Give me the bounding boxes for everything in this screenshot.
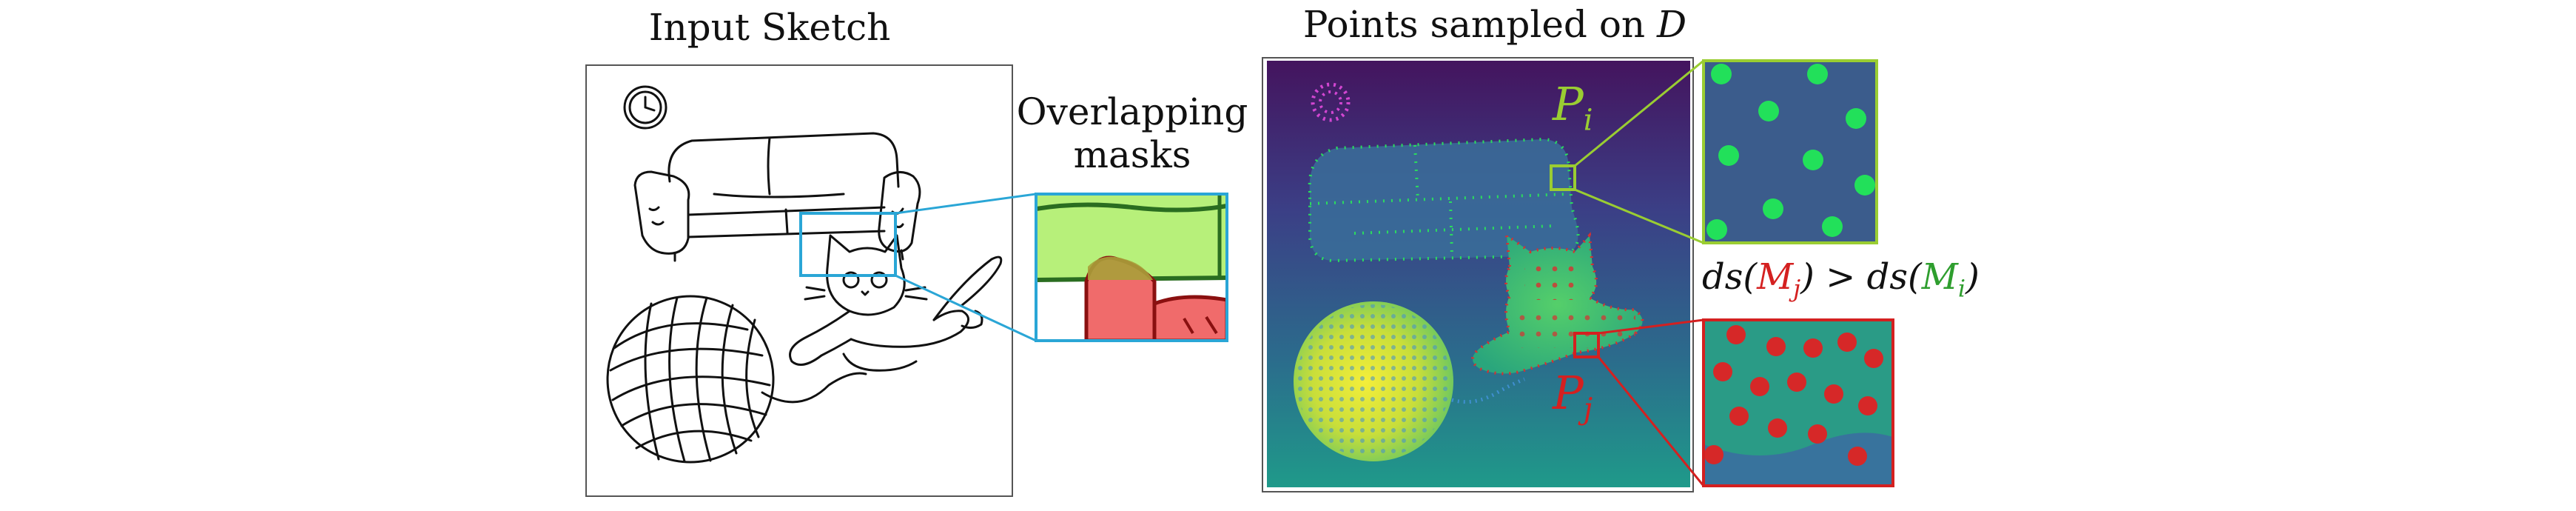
eq-rhs-fn: ds( [1866, 256, 1922, 298]
eq-rhs-close: ) [1965, 256, 1980, 298]
overlapping-label-line1: Overlapping [1016, 90, 1248, 133]
input-sketch-title: Input Sketch [648, 6, 891, 49]
depth-green-box [1550, 164, 1576, 191]
p-j-letter: P [1553, 366, 1584, 420]
eq-lhs-close: ) [1800, 256, 1815, 298]
eq-operator: > [1814, 256, 1867, 298]
red-points-zoom [1702, 318, 1894, 487]
overlapping-masks-label: Overlapping masks [1006, 90, 1258, 176]
eq-lhs-sub: j [1793, 274, 1801, 303]
depth-yarn [1294, 301, 1525, 461]
cat-sketch [789, 234, 1003, 372]
yarn-ball-sketch [606, 295, 867, 464]
points-sampled-title-text: Points sampled on [1302, 3, 1658, 46]
eq-lhs-fn: ds( [1702, 256, 1758, 298]
p-i-letter: P [1553, 77, 1584, 131]
depth-red-box [1573, 332, 1600, 358]
depth-map-panel [1262, 57, 1694, 492]
eq-lhs-var: M [1757, 256, 1794, 298]
p-i-subscript: i [1583, 103, 1593, 138]
sofa-sketch [633, 132, 921, 262]
eq-rhs-var: M [1921, 256, 1958, 298]
cyan-connector-lines [895, 193, 1037, 342]
overlapping-masks-zoom [1035, 193, 1228, 342]
clock-sketch [623, 85, 667, 130]
green-connector-lines [1574, 59, 1704, 244]
p-i-label: Pi [1553, 77, 1593, 137]
p-j-subscript: j [1583, 392, 1593, 427]
p-j-label: Pj [1553, 366, 1593, 426]
eq-rhs-sub: i [1957, 274, 1966, 303]
points-sampled-title: Points sampled on D [1214, 3, 1776, 46]
input-zoom-box [799, 212, 897, 277]
depth-variable-d: D [1657, 3, 1687, 46]
depth-clock-points [1311, 82, 1351, 122]
input-sketch-panel [585, 64, 1013, 497]
overlapping-label-line2: masks [1073, 133, 1191, 176]
red-connector-lines [1597, 318, 1705, 487]
depth-sofa [1308, 137, 1580, 263]
density-inequality: ds(Mj) > ds(Mi) [1702, 256, 1980, 303]
green-points-zoom [1702, 59, 1878, 244]
